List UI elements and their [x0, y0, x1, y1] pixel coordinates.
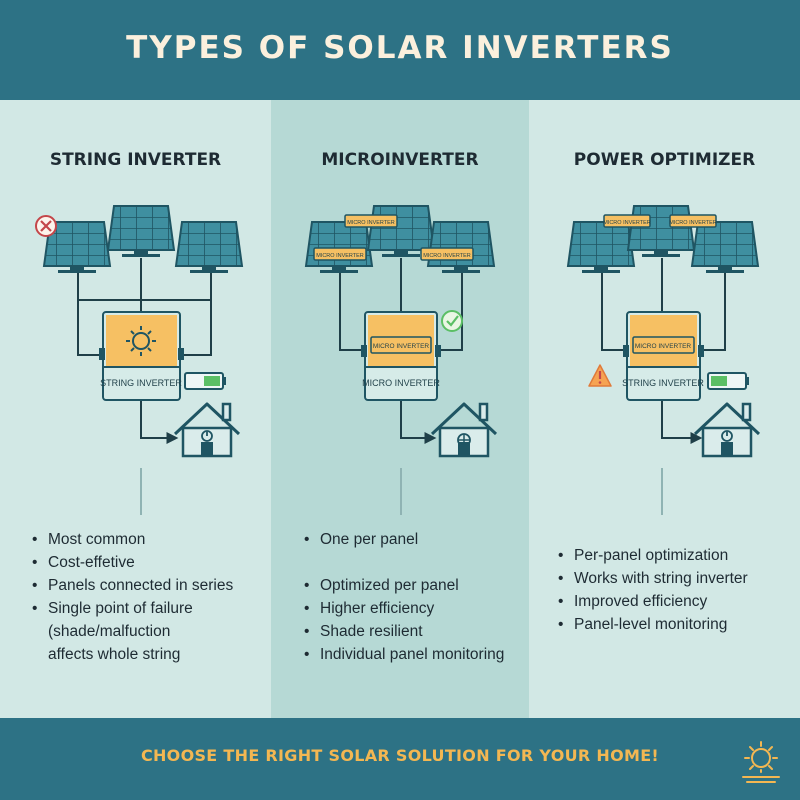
- bullet-item: Shade resilient: [302, 620, 504, 643]
- bullet-item: Per-panel optimization: [556, 544, 748, 567]
- micro-inverter-tag: [313, 247, 367, 261]
- bullet-item: One per panel: [302, 528, 504, 551]
- warning-icon: [588, 364, 612, 387]
- battery-icon: [184, 372, 226, 390]
- panel-tag-label: MICRO INVERTER: [347, 220, 395, 226]
- meter-icon: [201, 430, 213, 442]
- panel-tag-label: MICRO INVERTER: [316, 253, 364, 259]
- panel-tag-label: MICRO INVERTER: [669, 220, 717, 226]
- page-title: TYPES OF SOLAR INVERTERS: [126, 30, 674, 66]
- house-icon: [430, 402, 498, 458]
- string-inverter-label: STRING INVERTER: [100, 378, 182, 388]
- bullet-item: Optimized per panel: [302, 574, 504, 597]
- solar-panel-icon: [627, 205, 695, 258]
- solar-panel-icon: [107, 205, 175, 258]
- bullet-item: Cost-effetive: [30, 551, 233, 574]
- bullet-item: Improved efficiency: [556, 590, 748, 613]
- check-icon: [441, 310, 463, 332]
- string-inverter-unit: [623, 311, 704, 401]
- footer-tagline: CHOOSE THE RIGHT SOLAR SOLUTION FOR YOUR…: [140, 746, 660, 765]
- column-title-optimizer: POWER OPTIMIZER: [573, 150, 756, 170]
- meter-icon: [457, 433, 471, 447]
- bullet-item: Works with string inverter: [556, 567, 748, 590]
- optimizer-inverter-label: STRING INVERTER: [622, 378, 704, 388]
- solar-panel-icon: [691, 221, 759, 274]
- microinverter-bullets: One per panel Optimized per panel Higher…: [302, 528, 504, 666]
- sun-icon: [126, 326, 156, 356]
- bullet-continuation: (shade/malfuction: [48, 623, 171, 640]
- bullet-item: Most common: [30, 528, 233, 551]
- microinverter-label: MICRO INVERTER: [362, 378, 440, 388]
- optimizer-tag: [603, 214, 651, 228]
- solar-panel-icon: [175, 221, 243, 274]
- bullet-continuation: affects whole string: [48, 646, 181, 663]
- power-optimizer-diagram: [567, 205, 761, 515]
- sunset-icon: [742, 741, 780, 783]
- microinverter-unit: [361, 311, 441, 401]
- header-banner: TYPES OF SOLAR INVERTERS: [0, 0, 800, 100]
- string-inverter-bullets: Most common Cost-effetive Panels connect…: [30, 528, 233, 666]
- micro-inverter-tag: [344, 214, 398, 228]
- unit-tag-label: MICRO INVERTER: [373, 343, 430, 350]
- bullet-item: Panels connected in series: [30, 574, 233, 597]
- micro-inverter-tag: [420, 247, 474, 261]
- x-icon: [35, 215, 57, 237]
- unit-tag-label: MICRO INVERTER: [635, 343, 692, 350]
- battery-icon: [707, 372, 749, 390]
- string-inverter-diagram: [35, 205, 243, 515]
- meter-icon: [721, 430, 733, 442]
- panel-tag-label: MICRO INVERTER: [603, 220, 651, 226]
- bullet-item: Single point of failure: [30, 597, 233, 620]
- bullet-item: Panel-level monitoring: [556, 613, 748, 636]
- bullet-item: Higher efficiency: [302, 597, 504, 620]
- column-title-string: STRING INVERTER: [49, 150, 222, 170]
- panel-tag-label: MICRO INVERTER: [423, 253, 471, 259]
- bullet-item: Individual panel monitoring: [302, 643, 504, 666]
- house-icon: [693, 402, 761, 458]
- solar-panel-icon: [567, 221, 635, 274]
- footer-banner: CHOOSE THE RIGHT SOLAR SOLUTION FOR YOUR…: [0, 718, 800, 800]
- column-title-micro: MICROINVERTER: [321, 150, 479, 170]
- power-optimizer-bullets: Per-panel optimization Works with string…: [556, 544, 748, 636]
- house-icon: [173, 402, 241, 458]
- optimizer-tag: [669, 214, 717, 228]
- microinverter-diagram: [305, 205, 498, 515]
